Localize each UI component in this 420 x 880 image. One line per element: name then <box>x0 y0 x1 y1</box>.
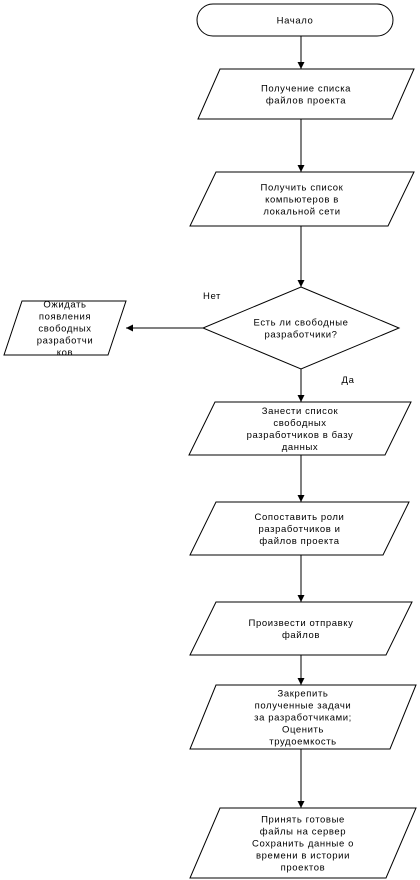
node-label-line: полученные задачи <box>255 701 352 712</box>
decision-shape <box>201 286 401 370</box>
process-shape <box>3 300 127 356</box>
arrowhead-icon <box>297 595 305 602</box>
edge-match-roles-to-send-files <box>297 555 305 602</box>
edge-start-to-get-files <box>297 36 305 69</box>
arrowhead-icon <box>297 678 305 685</box>
node-label-line: локальной сети <box>263 207 340 218</box>
process-shape <box>189 601 413 656</box>
arrowhead-icon <box>297 280 305 287</box>
edge-assign-tasks-to-receive-files <box>297 749 305 808</box>
node-label-line: Начало <box>277 16 314 27</box>
process-shape <box>189 807 417 879</box>
process-shape <box>197 68 415 120</box>
arrowhead-icon <box>297 801 305 808</box>
process-shape <box>188 401 412 456</box>
edge-label: Нет <box>203 291 221 302</box>
node-label-line: за разработчиками; <box>254 713 352 724</box>
node-label-line: Получить список <box>261 183 344 194</box>
node-label-line: Закрепить <box>278 689 329 700</box>
node-label-line: Ожидать <box>43 300 86 311</box>
node-label-line: ков <box>57 348 73 359</box>
node-label-line: файлы на сервер <box>260 827 346 838</box>
edge-free-devs-to-save-devs: Да <box>297 369 355 402</box>
edge-get-computers-to-free-devs <box>297 226 305 287</box>
node-label-line: Занести список <box>262 406 339 417</box>
node-start: Начало <box>196 3 394 37</box>
node-label-line: свободных <box>38 324 91 335</box>
node-label-line: файлов проекта <box>259 536 339 547</box>
node-label-line: разработчи <box>37 336 94 347</box>
node-label-line: свободных <box>273 418 326 429</box>
process-shape <box>189 501 410 556</box>
edge-save-devs-to-match-roles <box>297 455 305 502</box>
arrowhead-icon <box>297 62 305 69</box>
arrowhead-icon <box>126 324 133 332</box>
arrowhead-icon <box>297 395 305 402</box>
edge-free-devs-to-wait-devs: Нет <box>126 291 221 332</box>
node-label-line: данных <box>282 442 319 453</box>
node-label-line: Получение списка <box>261 84 351 95</box>
arrowhead-icon <box>297 165 305 172</box>
process-shape <box>189 171 415 227</box>
terminator-shape <box>196 3 394 37</box>
node-label-line: разработчики? <box>264 330 337 341</box>
node-label-line: файлов проекта <box>266 96 346 107</box>
edge-send-files-to-assign-tasks <box>297 655 305 685</box>
node-label-line: Произвести отправку <box>249 618 354 629</box>
node-label-line: Сохранить данные о <box>252 839 354 850</box>
edge-get-files-to-get-computers <box>297 119 305 172</box>
arrowhead-icon <box>297 495 305 502</box>
node-label-line: разработчиков в базу <box>247 430 354 441</box>
node-label-line: Оценить <box>282 725 324 736</box>
process-shape <box>189 684 417 750</box>
node-label-line: разработчиков и <box>258 524 340 535</box>
node-label-line: времени в истории <box>256 851 350 862</box>
node-label-line: файлов <box>282 630 320 641</box>
node-label-line: появления <box>39 312 91 323</box>
edge-label: Да <box>342 375 355 386</box>
node-label-line: Есть ли свободные <box>254 318 349 329</box>
node-label-line: проектов <box>281 863 326 874</box>
node-label-line: компьютеров в <box>265 195 339 206</box>
node-label-line: Принять готовые <box>261 815 345 826</box>
node-label-line: трудоемкость <box>269 737 336 748</box>
node-label-line: Сопоставить роли <box>255 512 345 523</box>
